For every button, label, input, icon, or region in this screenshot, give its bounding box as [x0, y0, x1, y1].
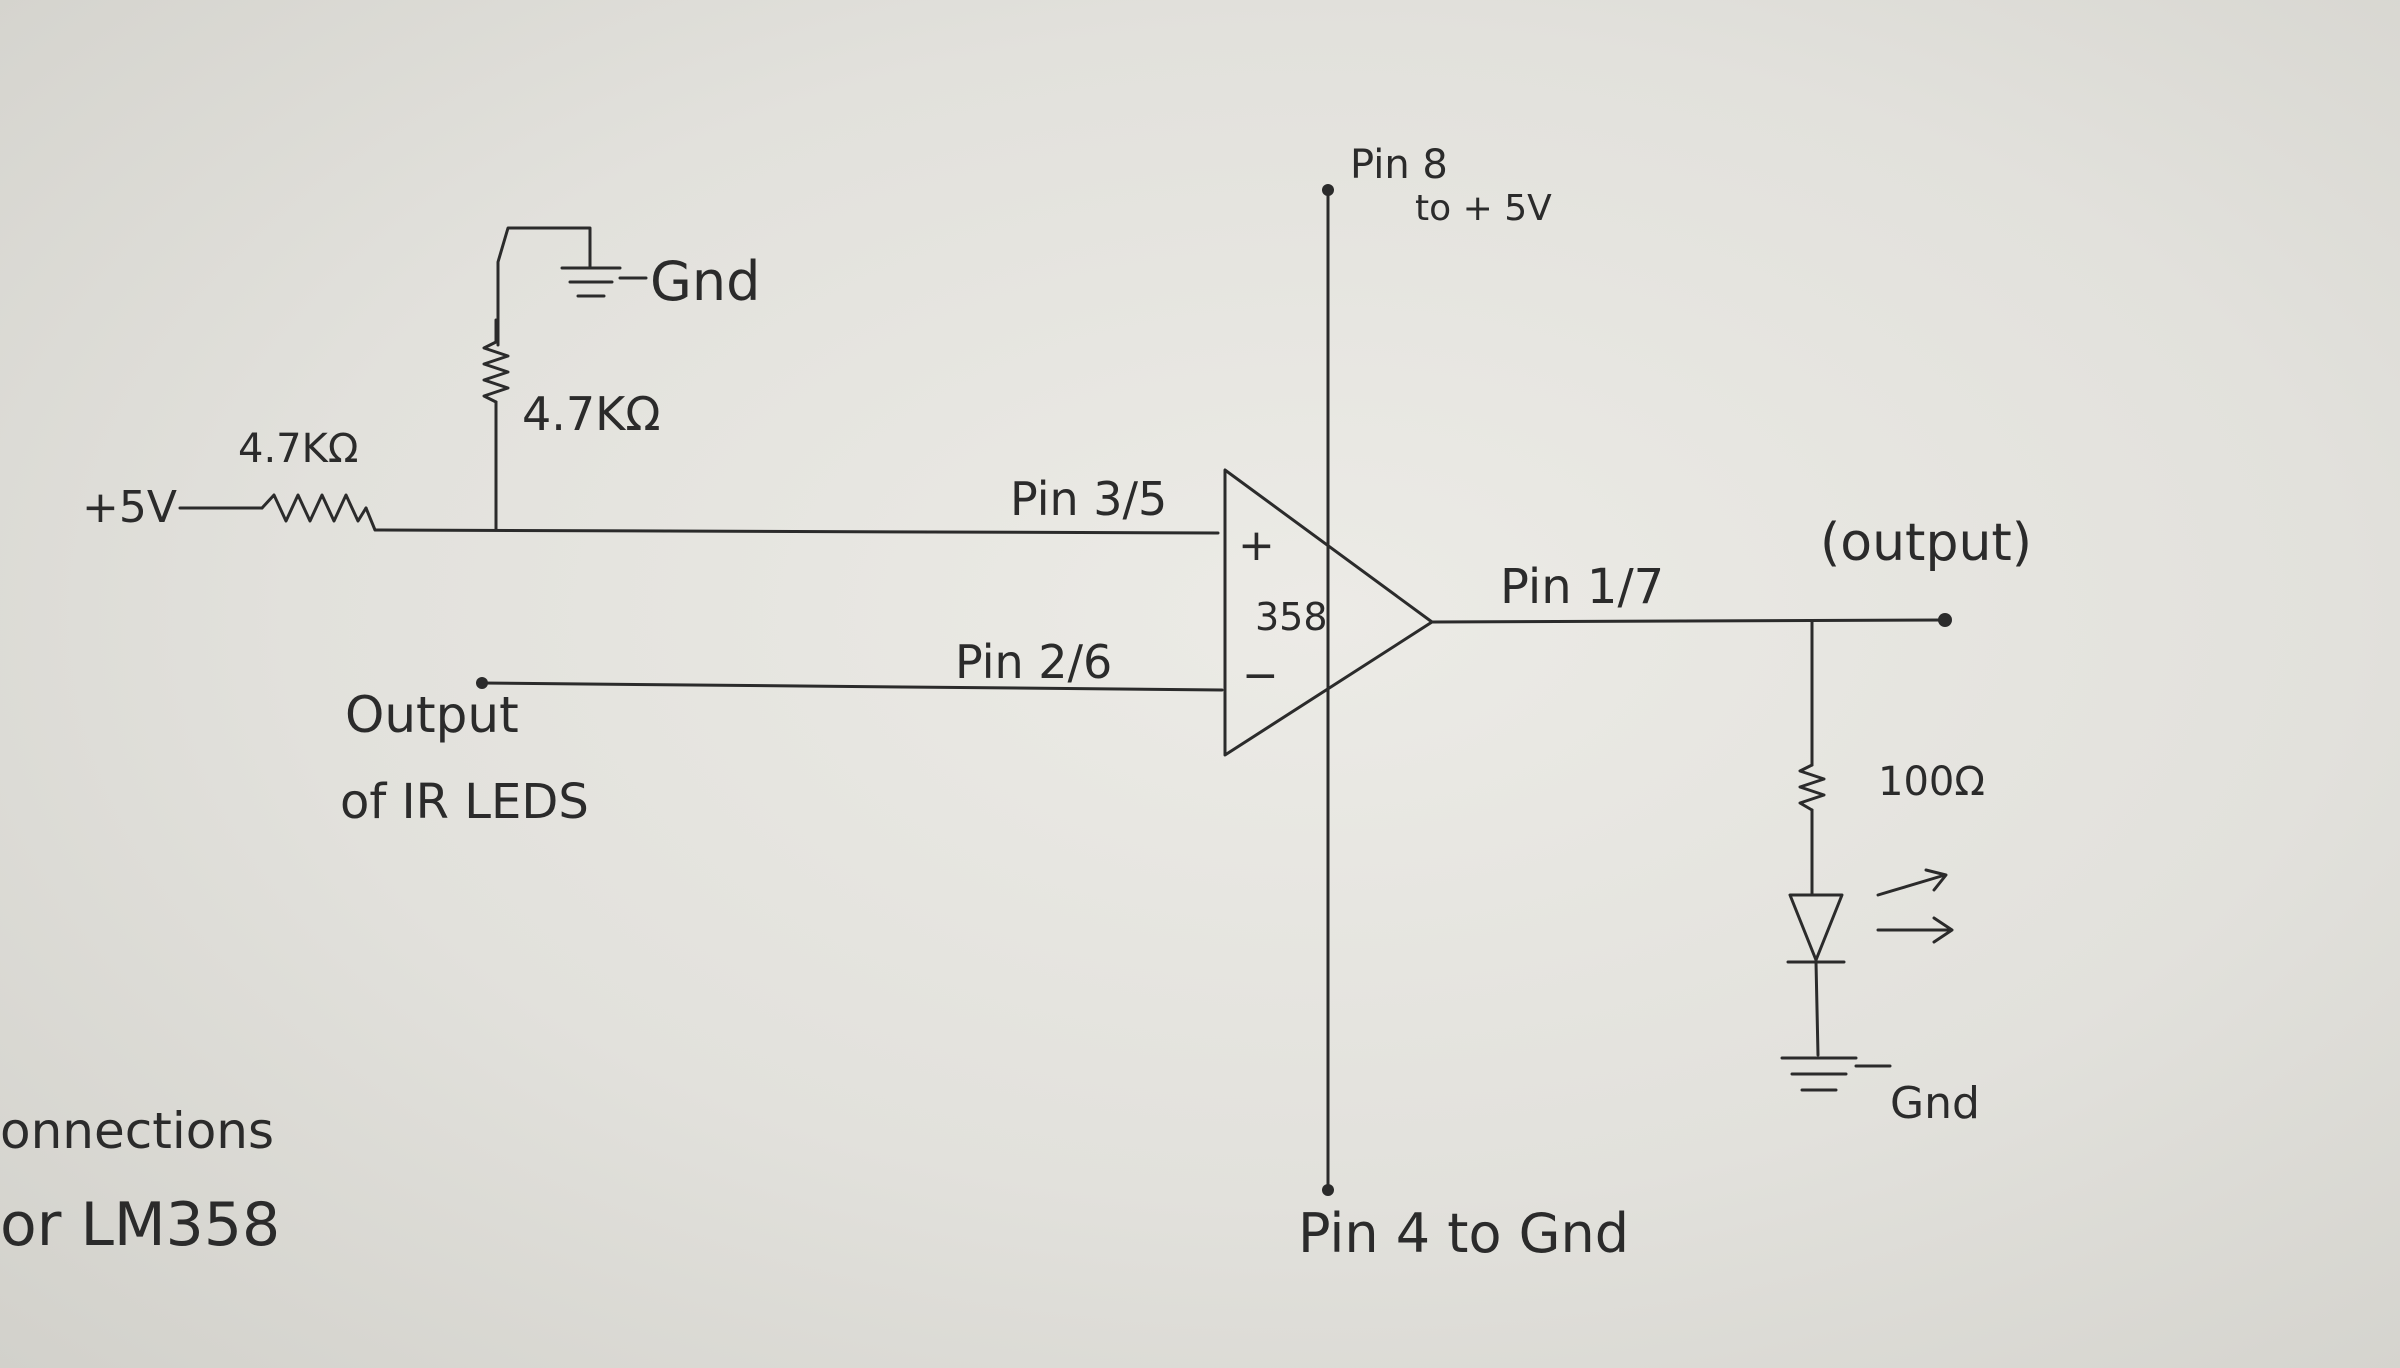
ir-input-wire — [476, 677, 1224, 692]
pin-3-5-label: Pin 3/5 — [1010, 472, 1167, 526]
opamp-358 — [1223, 468, 1434, 757]
ground-symbol-top — [560, 266, 648, 298]
caption-line-2: or LM358 — [0, 1190, 280, 1260]
opamp-minus-label: − — [1242, 650, 1279, 701]
pin8-to-5v-label: to + 5V — [1415, 188, 1552, 229]
pin-1-7-label: Pin 1/7 — [1500, 559, 1664, 615]
pin4-label: Pin 4 to Gnd — [1298, 1202, 1629, 1265]
ir-output-label: Output — [345, 686, 519, 744]
plus5v-resistor-branch — [178, 493, 1220, 535]
output-wire — [1430, 613, 1952, 627]
led-branch — [1786, 620, 1846, 1057]
pin-2-6-label: Pin 2/6 — [955, 635, 1112, 689]
vertical-resistor-branch — [482, 226, 592, 532]
output-label: (output) — [1820, 513, 2032, 573]
opamp-name-label: 358 — [1255, 595, 1328, 639]
pin8-label: Pin 8 — [1350, 142, 1448, 188]
gnd-bottom-label: Gnd — [1890, 1078, 1980, 1129]
ir-leds-label: of IR LEDS — [340, 774, 589, 830]
horizontal-resistor-value: 4.7KΩ — [238, 426, 358, 472]
caption-line-1: onnections — [0, 1102, 274, 1160]
plus5v-label: +5V — [82, 482, 177, 533]
ground-symbol-bottom — [1780, 1056, 1892, 1092]
led-light-arrows-icon — [1876, 868, 1954, 944]
gnd-top-label: Gnd — [650, 250, 760, 313]
vertical-resistor-value: 4.7KΩ — [522, 387, 660, 441]
opamp-plus-label: + — [1238, 520, 1275, 571]
resistor-100-label: 100Ω — [1878, 759, 1985, 805]
